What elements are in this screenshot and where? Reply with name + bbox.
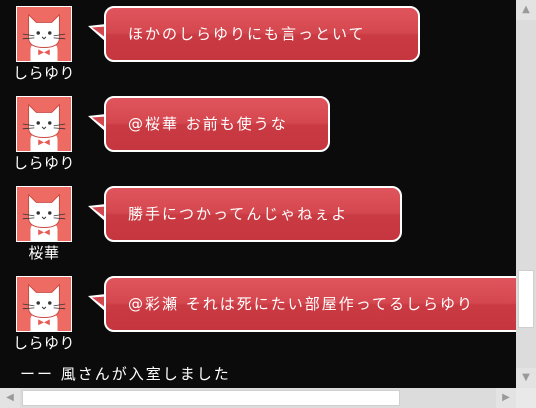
username: しらゆり — [12, 154, 75, 172]
cat-face-icon — [22, 103, 66, 151]
message-bubble: ほかのしらゆりにも言っといて — [104, 6, 420, 62]
scroll-left-button[interactable]: ◀ — [0, 388, 20, 408]
chat-message: しらゆり ほかのしらゆりにも言っといて — [0, 0, 516, 90]
avatar[interactable] — [16, 96, 72, 152]
username: しらゆり — [12, 334, 75, 352]
scroll-up-button[interactable]: ▲ — [516, 0, 536, 20]
arrow-up-icon: ▲ — [522, 4, 530, 15]
avatar[interactable] — [16, 186, 72, 242]
avatar[interactable] — [16, 276, 72, 332]
message-bubble: @桜華 お前も使うな — [104, 96, 330, 152]
horizontal-scrollbar[interactable]: ◀ ▶ — [0, 388, 516, 408]
scroll-down-button[interactable]: ▼ — [516, 368, 536, 388]
arrow-left-icon: ◀ — [6, 392, 14, 403]
scroll-right-button[interactable]: ▶ — [496, 388, 516, 408]
arrow-down-icon: ▼ — [522, 372, 530, 383]
horizontal-scroll-thumb[interactable] — [22, 390, 400, 406]
horizontal-scroll-track[interactable] — [20, 388, 496, 408]
vertical-scrollbar[interactable]: ▲ ▼ — [516, 0, 536, 388]
vertical-scroll-thumb[interactable] — [518, 270, 534, 328]
username: 桜華 — [28, 244, 60, 262]
message-bubble: 勝手につかってんじゃねぇよ — [104, 186, 402, 242]
chat-log: しらゆり ほかのしらゆりにも言っといて しらゆり @桜華 お前も使うな — [0, 0, 516, 383]
cat-face-icon — [22, 283, 66, 331]
bubble-tail — [88, 204, 106, 222]
cat-face-icon — [22, 13, 66, 61]
scrollbar-corner — [516, 388, 536, 408]
vertical-scroll-track[interactable] — [516, 20, 536, 368]
chat-message: しらゆり @彩瀬 それは死にたい部屋作ってるしらゆり — [0, 270, 516, 360]
cat-face-icon — [22, 193, 66, 241]
bubble-tail — [88, 24, 106, 42]
bubble-tail — [88, 114, 106, 132]
chat-message: しらゆり @桜華 お前も使うな — [0, 90, 516, 180]
bubble-tail — [88, 294, 106, 312]
avatar[interactable] — [16, 6, 72, 62]
username: しらゆり — [12, 64, 75, 82]
arrow-right-icon: ▶ — [502, 392, 510, 403]
chat-message: 桜華 勝手につかってんじゃねぇよ — [0, 180, 516, 270]
system-message: ーー 風さんが入室しました — [20, 365, 231, 383]
message-bubble: @彩瀬 それは死にたい部屋作ってるしらゆり — [104, 276, 516, 332]
